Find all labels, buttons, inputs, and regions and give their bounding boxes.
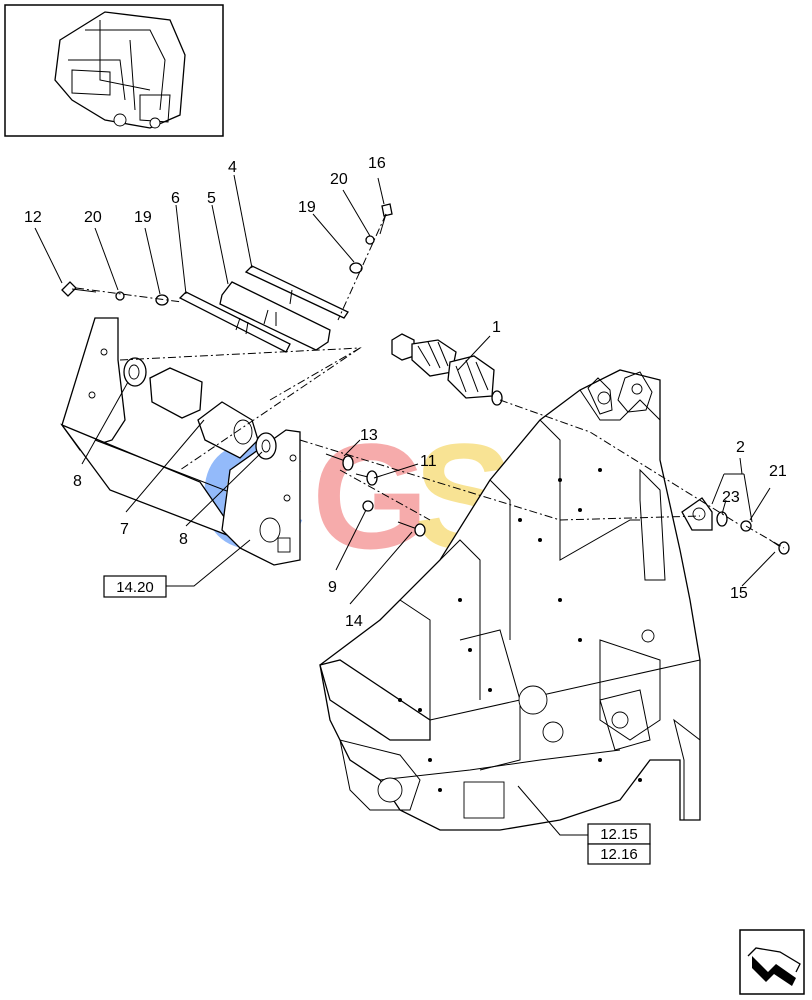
scraper-6	[178, 291, 291, 353]
callout-16: 16	[368, 155, 386, 172]
main-frame	[319, 369, 701, 831]
reference-1216[interactable]: 12.16	[587, 843, 651, 865]
reference-1420[interactable]: 14.20	[103, 575, 167, 598]
callout-8-left: 8	[73, 473, 82, 490]
callout-5: 5	[207, 190, 216, 207]
bearing-assembly-2	[681, 497, 752, 532]
watermark-letter-g: G	[312, 412, 429, 580]
callout-23: 23	[722, 489, 740, 506]
callout-11: 11	[420, 453, 437, 470]
right-side-plate	[221, 429, 301, 566]
fasteners	[61, 203, 790, 555]
callout-13: 13	[360, 427, 378, 444]
callout-12: 12	[24, 209, 42, 226]
auger-shaft-1	[391, 333, 503, 406]
callout-9: 9	[328, 579, 337, 596]
callout-15: 15	[730, 585, 748, 602]
callout-4: 4	[228, 159, 237, 176]
next-page-arrow-icon[interactable]	[739, 929, 805, 995]
roller-7	[149, 367, 259, 459]
leader-lines	[34, 174, 776, 836]
reference-1215-label: 12.15	[600, 826, 638, 843]
callout-6: 6	[171, 190, 180, 207]
callout-19-left: 19	[134, 209, 152, 226]
callout-20-top: 20	[330, 171, 348, 188]
bearing-flange-8-left	[123, 357, 147, 387]
scraper-5	[219, 281, 331, 351]
reference-1420-label: 14.20	[116, 579, 154, 596]
callout-21: 21	[769, 463, 787, 480]
callout-14: 14	[345, 613, 363, 630]
reference-1216-label: 12.16	[600, 846, 638, 863]
callout-7: 7	[120, 521, 129, 538]
reference-1215[interactable]: 12.15	[587, 823, 651, 845]
scraper-4	[244, 265, 349, 319]
callout-8-right: 8	[179, 531, 188, 548]
callout-1: 1	[492, 319, 501, 336]
centerlines	[75, 213, 785, 549]
callout-labels: 1 2 4 5 6 7 8 8 9 11 12 13 14 15 16 19 1…	[24, 155, 787, 630]
callout-19-top: 19	[298, 199, 316, 216]
callout-20-left: 20	[84, 209, 102, 226]
machine-thumbnail-icon[interactable]	[4, 4, 224, 137]
callout-2: 2	[736, 439, 745, 456]
frame-holes	[398, 468, 642, 792]
